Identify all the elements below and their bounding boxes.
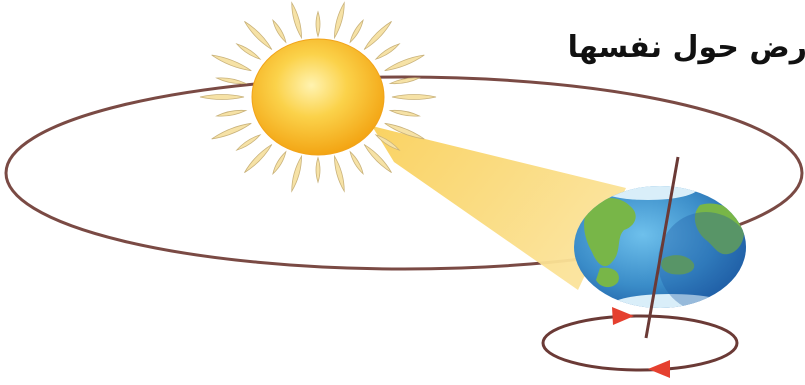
sun-icon [252, 39, 384, 155]
sun-ray [316, 12, 320, 37]
caption-text: رض حول نفسها [562, 28, 805, 68]
sun-ray [334, 156, 344, 191]
sun-ray [273, 152, 286, 174]
sun-ray [350, 20, 363, 42]
sun-ray [350, 152, 363, 174]
sun-ray [237, 44, 260, 59]
sun-ray [244, 144, 271, 172]
sun-ray [376, 44, 399, 59]
sun-ray [200, 95, 244, 100]
sun-ray [392, 95, 436, 100]
sun-ray [385, 55, 425, 71]
sun-ray [217, 78, 246, 84]
sun-ray [364, 21, 391, 49]
rotation-arrow-icon [648, 360, 670, 378]
sun-ray [390, 78, 419, 84]
sun-ray [217, 110, 246, 116]
rotation-circle [543, 316, 737, 370]
sun-ray [390, 110, 419, 116]
rotation-arrow-icon [612, 307, 634, 325]
sun-ray [334, 3, 344, 38]
sun-ray [316, 158, 320, 183]
sun-ray [244, 21, 271, 49]
sun-ray [212, 123, 252, 139]
sun-ray [237, 135, 260, 150]
sun-ray [292, 156, 302, 191]
sun-ray [212, 55, 252, 71]
sun-ray [292, 3, 302, 38]
sun-ray [273, 20, 286, 42]
